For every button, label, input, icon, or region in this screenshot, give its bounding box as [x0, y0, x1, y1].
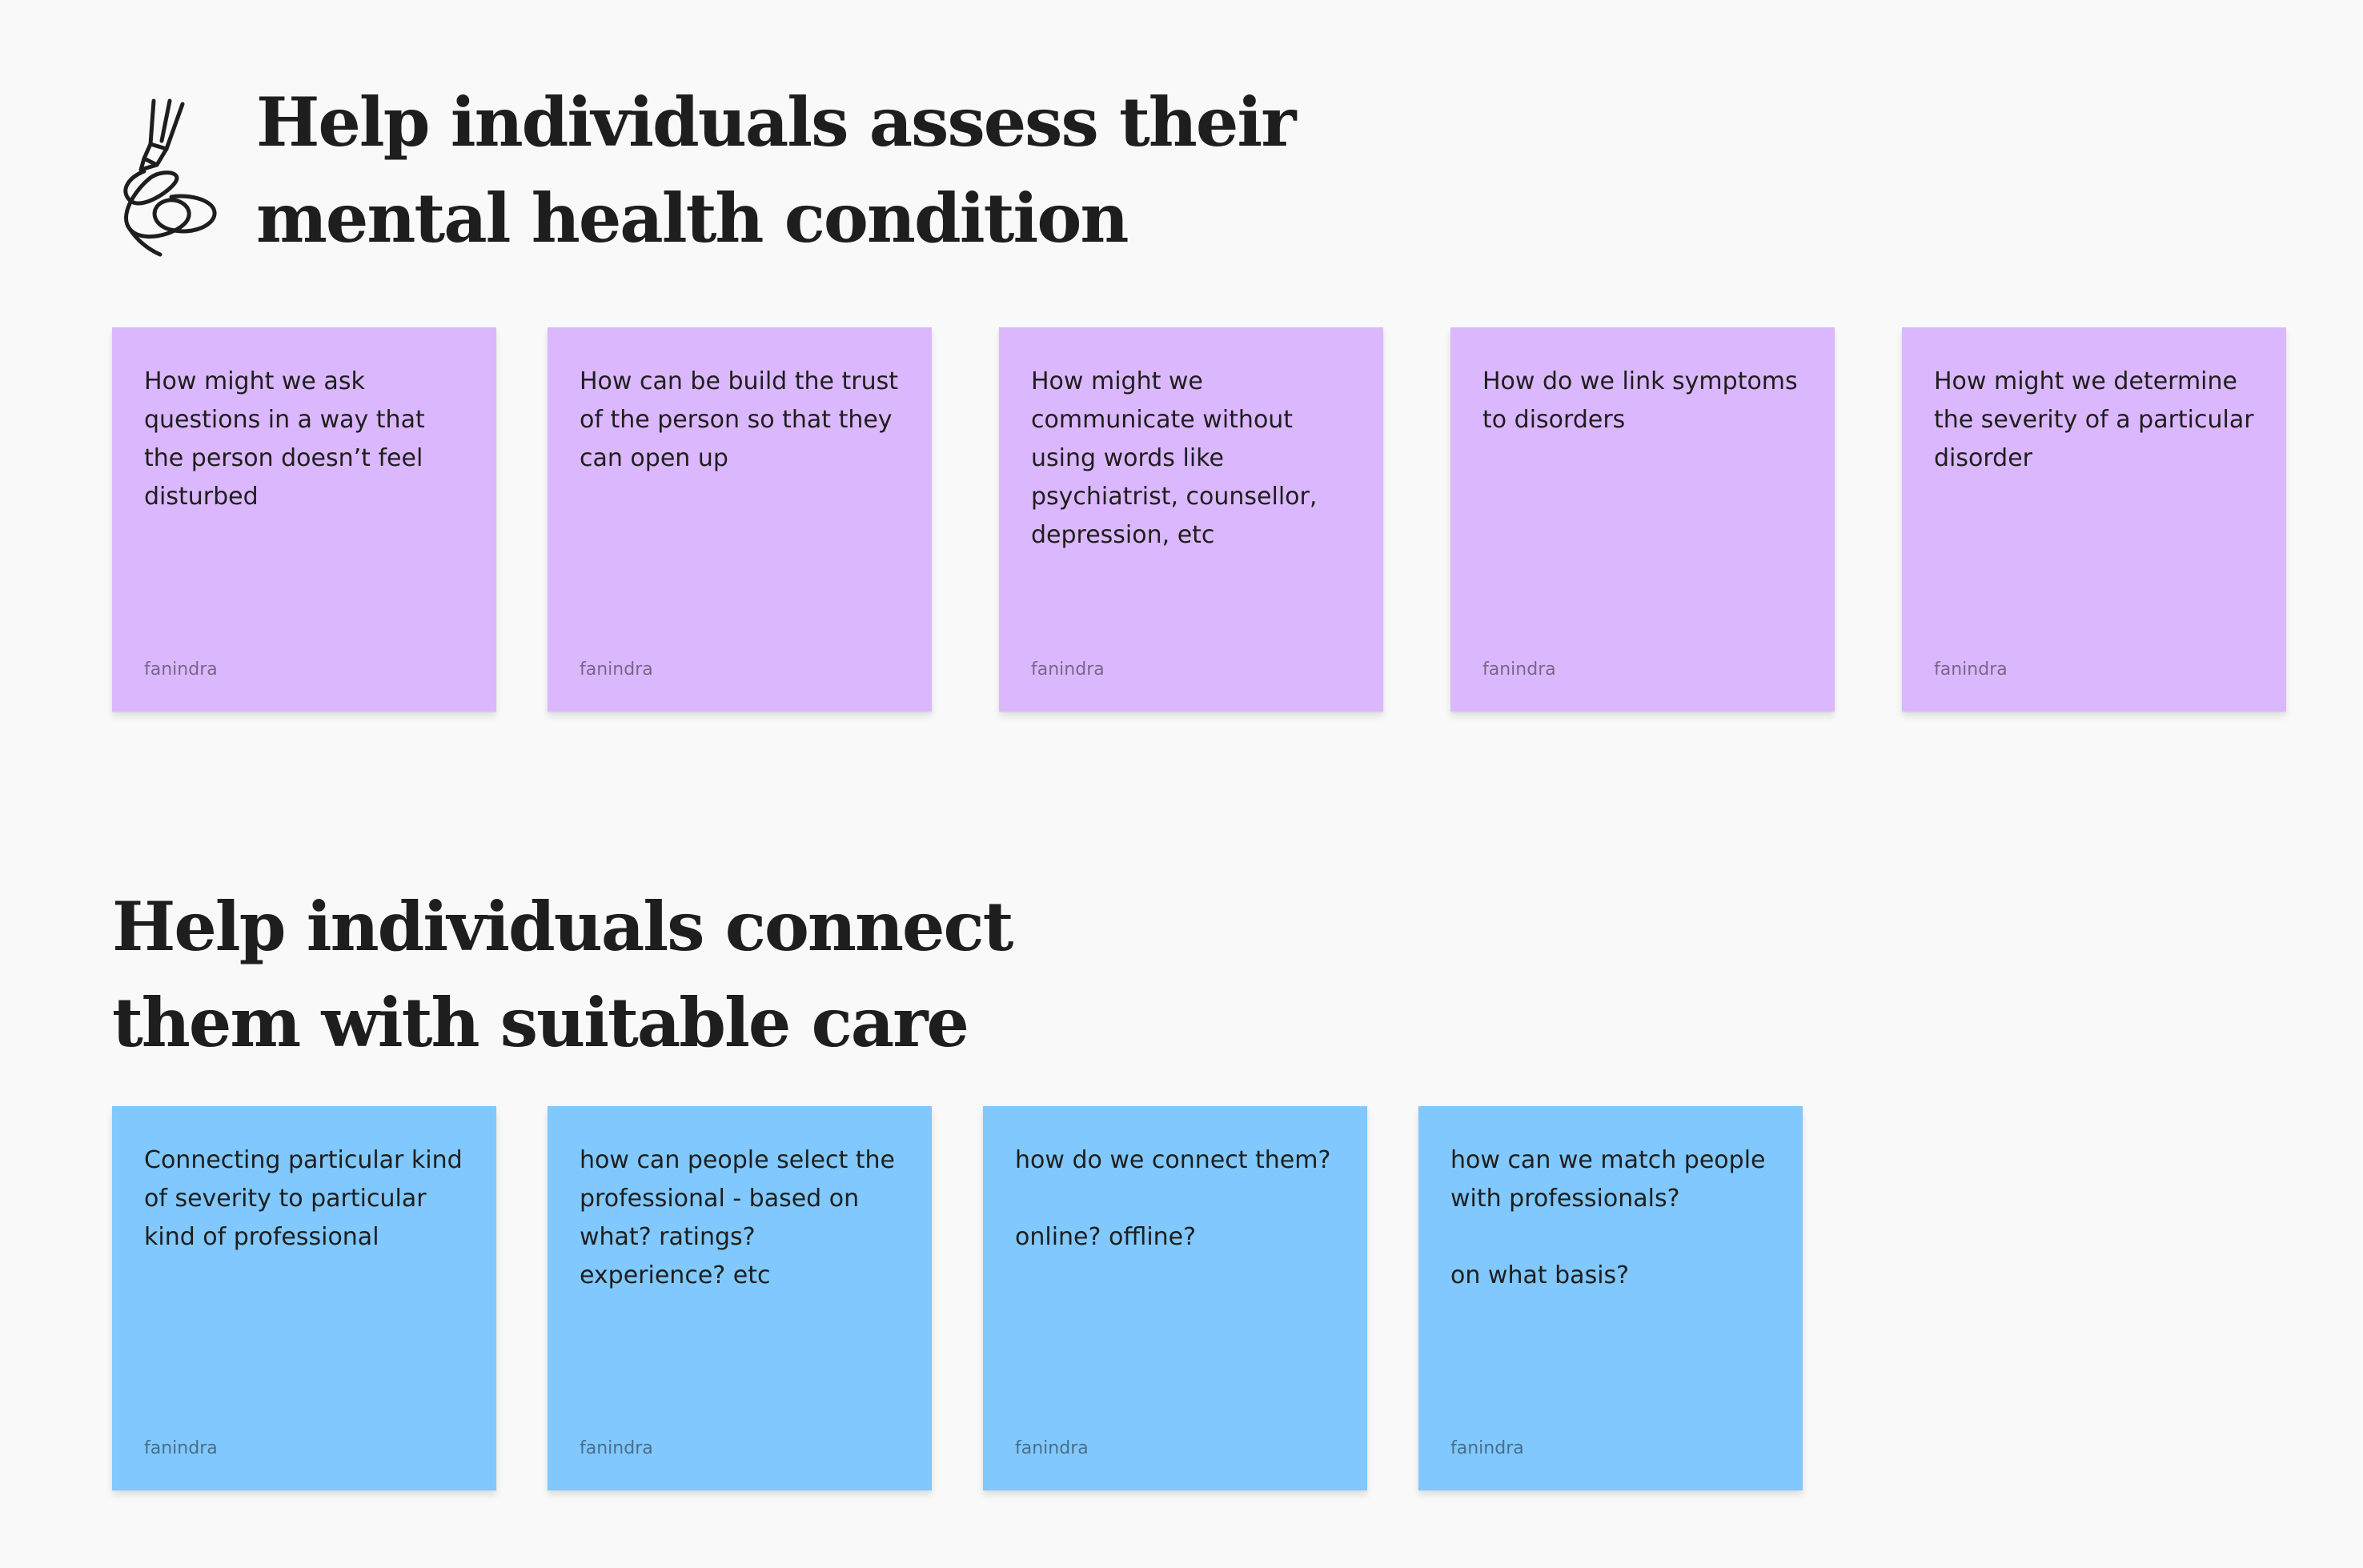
- sticky-note-text: How might we ask questions in a way that…: [144, 367, 425, 511]
- sticky-note[interactable]: how can we match people with professiona…: [1418, 1106, 1803, 1490]
- sticky-note-author: fanindra: [1482, 660, 1556, 680]
- sticky-note-author: fanindra: [1015, 1438, 1089, 1458]
- sticky-note[interactable]: How do we link symptoms to disorders fan…: [1450, 327, 1835, 712]
- sticky-note-text: how can people select the professional -…: [580, 1146, 895, 1289]
- sticky-note-author: fanindra: [1934, 660, 2008, 680]
- sticky-note-author: fanindra: [580, 1438, 653, 1458]
- sticky-note[interactable]: How might we communicate without using w…: [999, 327, 1383, 712]
- sticky-note-text: how can we match people with professiona…: [1450, 1146, 1766, 1289]
- sticky-note[interactable]: how can people select the professional -…: [548, 1106, 932, 1490]
- sticky-note[interactable]: Connecting particular kind of severity t…: [112, 1106, 496, 1490]
- section-title-assess: Help individuals assess their mental hea…: [256, 82, 1296, 258]
- pen-scribble-icon: [123, 98, 217, 257]
- sticky-note-author: fanindra: [1031, 660, 1105, 680]
- sticky-note[interactable]: how do we connect them? online? offline?…: [983, 1106, 1367, 1490]
- sticky-note-text: How can be build the trust of the person…: [580, 367, 899, 472]
- sticky-note-author: fanindra: [144, 1438, 218, 1458]
- sticky-note[interactable]: How might we ask questions in a way that…: [112, 327, 496, 712]
- sticky-note-text: Connecting particular kind of severity t…: [144, 1146, 463, 1251]
- sticky-note-text: How do we link symptoms to disorders: [1482, 367, 1798, 434]
- sticky-note-author: fanindra: [580, 660, 653, 680]
- sticky-note-author: fanindra: [144, 660, 218, 680]
- sticky-note-text: How might we determine the severity of a…: [1934, 367, 2254, 472]
- sticky-note-author: fanindra: [1450, 1438, 1524, 1458]
- sticky-note[interactable]: How can be build the trust of the person…: [548, 327, 932, 712]
- sticky-note[interactable]: How might we determine the severity of a…: [1902, 327, 2286, 712]
- sticky-note-text: how do we connect them? online? offline?: [1015, 1146, 1331, 1251]
- sticky-note-text: How might we communicate without using w…: [1031, 367, 1318, 549]
- section-title-connect: Help individuals connect them with suita…: [112, 887, 1013, 1062]
